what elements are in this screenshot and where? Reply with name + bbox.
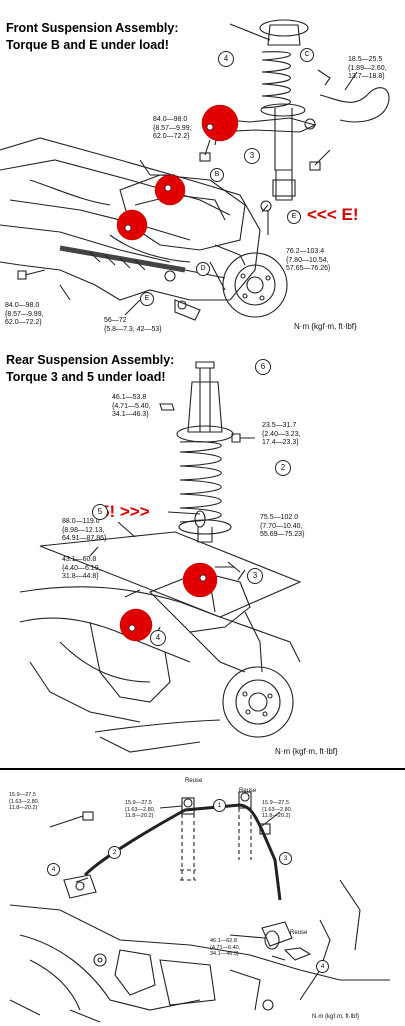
reuse-label-center: Reuse bbox=[185, 778, 203, 784]
front-spec-upper-arm: 84.0—98.0 {8.57—9.99, 62.0—72.2} bbox=[153, 116, 192, 140]
bar-part-label-4-left: 4 bbox=[47, 863, 60, 876]
front-spec-lower-left: 84.0—98.0 {8.57—9.99, 62.0—72.2} bbox=[5, 302, 44, 326]
front-spec-top-right: 18.5—25.5 {1.89—2.60, 13.7—18.8} bbox=[348, 56, 387, 80]
bar-spec-center: 15.9—27.5 {1.63—2.80, 11.8—20.2} bbox=[125, 800, 156, 819]
rear-suspension-drawing bbox=[19, 361, 302, 753]
reuse-label-right: Reuse bbox=[239, 788, 257, 794]
rear-spec-shock-mount: 23.5—31.7 {2.40—3.23, 17.4—23.3} bbox=[262, 422, 301, 446]
bar-part-label-1: 1 bbox=[213, 799, 226, 812]
bar-spec-left: 15.9—27.5 {1.63—2.80, 11.8—20.2} bbox=[9, 792, 40, 811]
front-part-label-b: B bbox=[210, 168, 224, 182]
rear-part-label-5: 5 bbox=[92, 504, 108, 520]
torque-highlights bbox=[116, 104, 239, 241]
bar-torque-unit: N·m {kgf·m, ft·lbf} bbox=[312, 1014, 360, 1020]
front-suspension-panel: Front Suspension Assembly: Torque B and … bbox=[0, 0, 405, 342]
rear-callout-5: 5! >>> bbox=[100, 502, 150, 521]
bar-part-label-4-right: 4 bbox=[316, 960, 329, 973]
bar-part-label-3: 3 bbox=[279, 852, 292, 865]
front-part-label-3: 3 bbox=[244, 148, 260, 164]
rear-torque-unit: N·m {kgf·m, ft·lbf} bbox=[275, 747, 338, 756]
bar-part-label-2: 2 bbox=[108, 846, 121, 859]
bar-spec-bottom: 46.1—62.8 {4.71—6.40, 34.1—46.3} bbox=[210, 938, 241, 957]
front-heading-line2: Torque B and E under load! bbox=[6, 38, 169, 52]
rear-heading-line1: Rear Suspension Assembly: bbox=[6, 353, 175, 367]
front-part-label-e: E bbox=[287, 210, 301, 224]
rear-part-label-3: 3 bbox=[247, 568, 263, 584]
front-heading-line1: Front Suspension Assembly: bbox=[6, 21, 179, 35]
front-torque-unit: N·m {kgf·m, ft·lbf} bbox=[294, 322, 357, 331]
rear-spec-right-mid: 75.5—102.0 {7.70—10.40, 55.69—75.23} bbox=[260, 514, 305, 538]
rear-spec-top: 46.1—53.8 {4.71—5.40, 34.1—46.3} bbox=[112, 394, 151, 418]
reuse-label-bottom: Reuse bbox=[290, 930, 308, 936]
rear-part-label-6: 6 bbox=[255, 359, 271, 375]
rear-suspension-panel: Rear Suspension Assembly: Torque 3 and 5… bbox=[0, 342, 405, 766]
front-part-label-e-lower: E bbox=[140, 292, 154, 306]
bar-spec-right: 15.9—27.5 {1.63—2.80, 11.8—20.2} bbox=[262, 800, 293, 819]
front-spec-knuckle: 76.2—103.4 {7.80—10.54, 57.65—76.26} bbox=[286, 248, 331, 272]
rear-part-label-2: 2 bbox=[275, 460, 291, 476]
highlight-upper-arm-bolt bbox=[201, 104, 239, 142]
highlight-rear-upper-bolt bbox=[182, 562, 218, 598]
highlight-subframe-bolt-lower bbox=[116, 209, 148, 241]
front-callout-e: <<< E! bbox=[307, 205, 359, 224]
stabilizer-panel: 15.9—27.5 {1.63—2.80, 11.8—20.2} 15.9—27… bbox=[0, 768, 405, 1026]
front-spec-tie-rod: 56—72 {5.8—7.3, 42—53} bbox=[104, 317, 162, 333]
front-part-label-d: D bbox=[196, 262, 210, 276]
highlight-rear-lower-bolt bbox=[119, 608, 153, 642]
rear-spec-left-upper: 88.0—119.0 {8.98—12.13, 64.91—87.86} bbox=[62, 518, 107, 542]
front-part-label-c: C bbox=[300, 48, 314, 62]
rear-spec-left-lower: 43.1—60.8 {4.40—6.19, 31.8—44.8} bbox=[62, 556, 101, 580]
rear-torque-highlights bbox=[119, 562, 218, 642]
stabilizer-drawing bbox=[9, 791, 390, 1023]
rear-part-label-4: 4 bbox=[150, 630, 166, 646]
front-part-label-4: 4 bbox=[218, 51, 234, 67]
rear-heading-line2: Torque 3 and 5 under load! bbox=[6, 370, 166, 384]
front-suspension-drawing bbox=[0, 19, 390, 321]
